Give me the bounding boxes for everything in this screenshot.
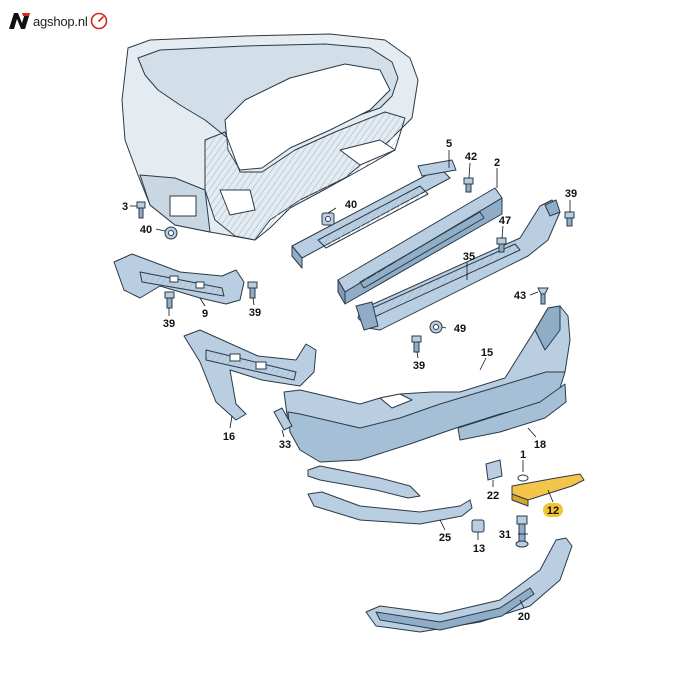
callout-39-guide: 39 xyxy=(413,360,425,372)
callout-40-left: 40 xyxy=(140,224,152,236)
screw-39b-icon xyxy=(164,291,175,309)
callout-40-center: 40 xyxy=(345,199,357,211)
screw-39d-icon xyxy=(411,335,422,353)
screw-39c-icon xyxy=(247,281,258,299)
callout-15: 15 xyxy=(481,347,493,359)
callout-labels: 5 42 2 3 40 40 39 47 35 43 39 9 39 49 39… xyxy=(122,138,577,623)
callout-18: 18 xyxy=(534,439,546,451)
callout-9: 9 xyxy=(202,308,208,320)
n-logo-icon xyxy=(9,13,30,29)
callout-12-highlight xyxy=(543,503,563,517)
screw-47-icon xyxy=(496,237,507,253)
callout-2: 2 xyxy=(494,157,500,169)
part-16-bracket xyxy=(183,329,317,421)
callout-25: 25 xyxy=(439,532,451,544)
cap-22-icon xyxy=(485,459,503,481)
callout-12: 12 xyxy=(547,505,559,517)
callout-20: 20 xyxy=(518,611,530,623)
callout-49: 49 xyxy=(454,323,466,335)
callout-1: 1 xyxy=(520,449,526,461)
nut-49-icon xyxy=(429,320,443,334)
clip-33-icon xyxy=(273,407,293,431)
callout-39-right: 39 xyxy=(565,188,577,200)
speedometer-icon xyxy=(90,12,107,30)
leader-lines xyxy=(130,150,571,609)
part-18-lower-cover xyxy=(457,383,567,441)
callout-42: 42 xyxy=(465,151,477,163)
nut-40b-icon xyxy=(321,212,335,226)
part-35-guide xyxy=(355,199,561,331)
part-2-impact-bar xyxy=(337,187,503,305)
callout-31: 31 xyxy=(499,529,511,541)
callout-22: 22 xyxy=(487,490,499,502)
washer-icon xyxy=(517,474,529,482)
brand-name: agshop.nl xyxy=(33,13,88,29)
callout-43: 43 xyxy=(514,290,526,302)
callout-13: 13 xyxy=(473,543,485,555)
callout-39-bracket-right: 39 xyxy=(249,307,261,319)
part-15-bumper-cover xyxy=(283,305,571,463)
callout-33: 33 xyxy=(279,439,291,451)
callout-39-bracket-left: 39 xyxy=(163,318,175,330)
part-12-plate xyxy=(511,473,585,507)
screw-39a-icon xyxy=(564,211,575,227)
screw-3-icon xyxy=(136,201,146,219)
bolt-31-icon xyxy=(515,515,529,548)
callout-47: 47 xyxy=(499,215,511,227)
clip-43-icon xyxy=(537,287,549,305)
nut-13-icon xyxy=(471,519,485,533)
part-20-diffuser xyxy=(365,537,573,633)
part-25-strip xyxy=(307,491,473,525)
callout-3: 3 xyxy=(122,201,128,213)
callout-16: 16 xyxy=(223,431,235,443)
car-rear-body xyxy=(121,33,419,241)
part-1-trim xyxy=(307,465,421,499)
callout-35: 35 xyxy=(463,251,475,263)
callout-5: 5 xyxy=(446,138,452,150)
part-5-carrier xyxy=(291,159,457,269)
fasteners xyxy=(136,177,575,548)
part-9-bracket xyxy=(113,253,245,305)
screw-42-icon xyxy=(463,177,474,193)
nut-40a-icon xyxy=(164,226,178,240)
brand-logo[interactable]: agshop.nl xyxy=(8,10,108,32)
